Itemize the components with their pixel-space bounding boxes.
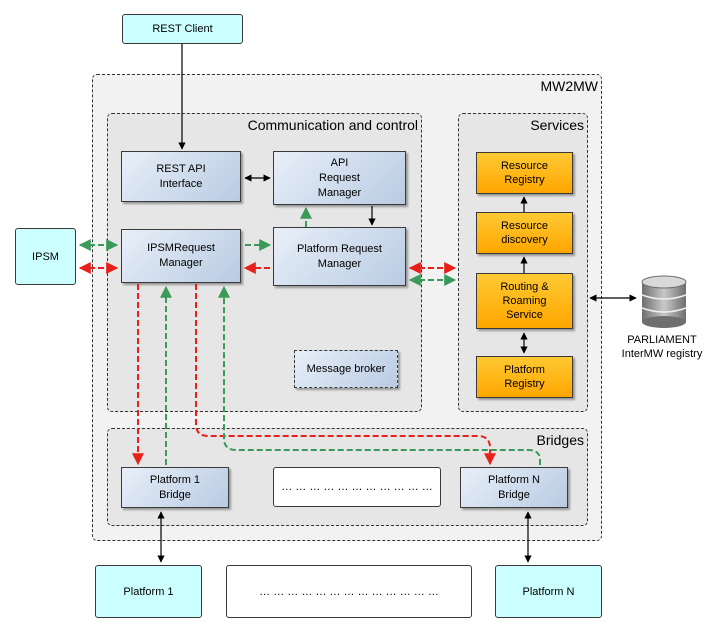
resource-discovery-label-1: Resource <box>500 220 549 232</box>
platforms-ellipsis-box: … … … … … … … … … … … … … <box>226 565 472 618</box>
resource-discovery-box: Resource discovery <box>476 212 573 254</box>
api-request-manager-box: API Request Manager <box>273 151 406 205</box>
ipsm-rm-label-2: Manager <box>159 257 203 269</box>
api-rm-label-1: API <box>330 156 349 169</box>
ipsm-rm-label-1: IPSMRequest <box>147 242 215 254</box>
ipsmrm-bridgeN-red-arrow <box>195 284 496 466</box>
bridge-1-label-1: Platform 1 <box>149 473 201 486</box>
parliament-label-1: PARLIAMENT <box>627 334 697 346</box>
bridgeN-ipsmrm-green-arrow <box>218 285 541 465</box>
platform-1-box: Platform 1 <box>95 565 202 618</box>
bridge-n-label-1: Platform N <box>488 473 540 486</box>
ipsm-request-manager-box: IPSMRequest Manager <box>121 229 241 283</box>
rest-client-box: REST Client <box>122 14 243 44</box>
rest-api-label-1: REST API <box>156 162 206 175</box>
platform-registry-box: Platform Registry <box>476 356 573 398</box>
platform-n-box: Platform N <box>495 565 602 618</box>
message-broker-box: Message broker <box>294 350 398 388</box>
message-broker-label: Message broker <box>306 362 386 375</box>
routing-label-3: Service <box>506 309 543 321</box>
resource-registry-box: Resource Registry <box>476 152 573 194</box>
resource-discovery-label-2: discovery <box>501 234 548 246</box>
bridge-1-label-2: Bridge <box>159 488 191 501</box>
rest-api-label-2: Interface <box>159 177 203 190</box>
ipsm-box: IPSM <box>15 228 76 285</box>
routing-roaming-service-box: Routing & Roaming Service <box>476 273 573 329</box>
services-title: Services <box>530 117 584 133</box>
platform-n-label: Platform N <box>522 585 575 598</box>
mw2mw-title: MW2MW <box>540 78 598 94</box>
bridge-n-label-2: Bridge <box>498 488 530 501</box>
platform-registry-label-1: Platform <box>504 364 545 376</box>
platforms-ellipsis-label: … … … … … … … … … … … … … <box>259 585 439 598</box>
platform-rm-label-1: Platform Request <box>297 242 382 255</box>
parliament-label: PARLIAMENT InterMW registry <box>612 333 712 361</box>
resource-registry-label-2: Registry <box>504 174 545 186</box>
rest-client-label: REST Client <box>152 23 213 35</box>
bridges-ellipsis-box: … … … … … … … … … … … <box>273 467 441 507</box>
api-rm-label-3: Manager <box>317 186 362 199</box>
parliament-label-2: InterMW registry <box>621 348 703 360</box>
platform-n-bridge-box: Platform N Bridge <box>460 467 568 508</box>
communication-control-title: Communication and control <box>247 117 418 133</box>
ipsm-label: IPSM <box>32 250 59 263</box>
bridges-title: Bridges <box>536 432 584 448</box>
platform-1-label: Platform 1 <box>123 585 174 598</box>
routing-label-1: Routing & <box>500 281 549 293</box>
rest-api-interface-box: REST API Interface <box>121 151 241 202</box>
platform-registry-label-2: Registry <box>504 378 545 390</box>
platform-request-manager-box: Platform Request Manager <box>273 227 406 286</box>
database-icon <box>641 275 687 328</box>
platform-rm-label-2: Manager <box>317 257 362 270</box>
bridges-ellipsis-label: … … … … … … … … … … … <box>281 481 433 493</box>
platform-1-bridge-box: Platform 1 Bridge <box>121 467 229 508</box>
api-rm-label-2: Request <box>319 171 360 184</box>
routing-label-2: Roaming <box>502 295 547 307</box>
resource-registry-label-1: Resource <box>500 160 549 172</box>
